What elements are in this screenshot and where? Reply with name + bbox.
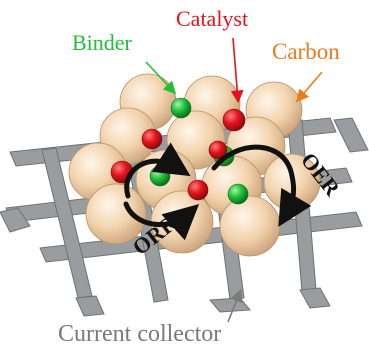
carbon-particle [85,183,147,245]
carbon-label: Carbon [272,39,340,64]
orr-curved-arrow-icon [123,142,200,241]
binder-pointer-arrow-icon [145,61,177,95]
binder-particle [149,165,171,187]
binder-particle [170,97,192,119]
binder-label: Binder [72,30,132,55]
catalyst-particle [141,128,163,150]
collector-pointer-arrow-icon [227,289,243,323]
oer-curved-arrow-icon [211,144,312,227]
catalyst-particle [187,179,209,201]
catalyst-label: Catalyst [176,6,249,31]
binder-particle [227,183,249,205]
carbon-pointer-arrow-icon [295,71,323,103]
catalyst-pointer-arrow-icon [230,37,244,104]
current-collector-label: Current collector [58,321,222,347]
carbon-particle [219,195,281,257]
catalyst-particle [208,140,228,160]
catalyst-particle [222,108,246,132]
